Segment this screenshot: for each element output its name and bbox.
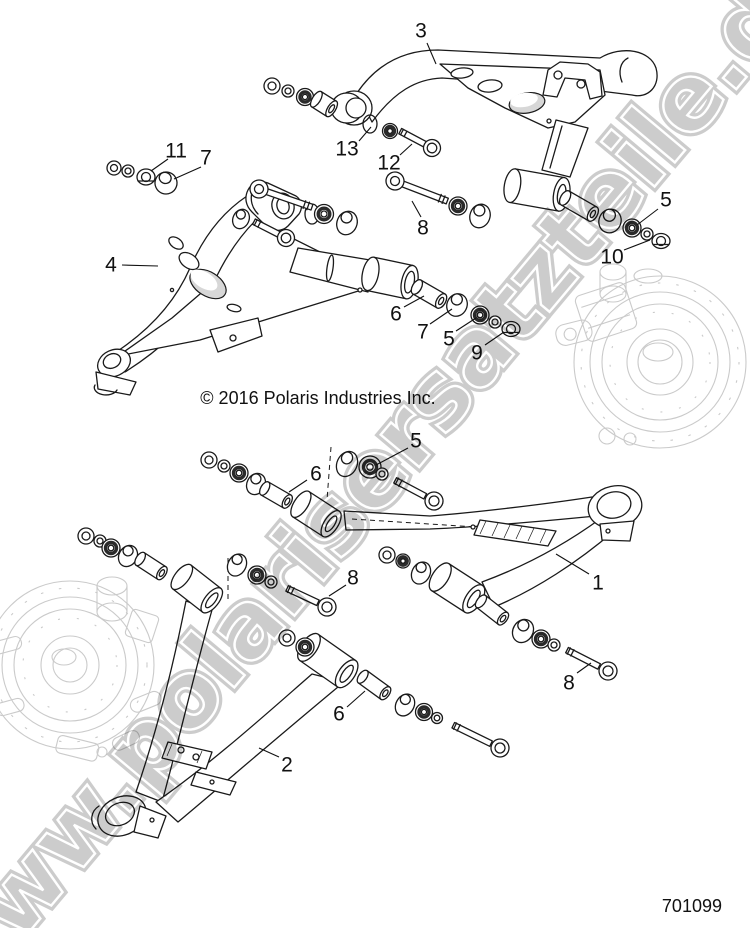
callout-10: 10 [600,239,651,269]
lower-control-arm-rear [290,485,643,614]
svg-text:5: 5 [660,189,672,212]
svg-text:5: 5 [410,430,422,453]
svg-text:13: 13 [335,138,358,161]
spacer-tube-6 [356,669,392,701]
callout-8-upper: 8 [411,200,429,240]
knurled-washer [622,218,642,238]
upper-control-arm-rear [330,49,658,212]
svg-text:5: 5 [443,328,455,351]
upper-control-arm-front [93,181,419,396]
callout-4: 4 [105,254,159,277]
callout-8-arm1: 8 [563,662,592,695]
faded-hub-assembly-right [555,263,747,449]
callout-6-arm2: 6 [333,690,366,726]
svg-text:9: 9 [471,342,483,365]
spacer-tube [474,594,510,626]
callout-13: 13 [335,126,372,161]
flange-nut-11 [136,168,156,186]
callouts: 3 13 12 11 7 4 8 5 10 6 7 5 9 5 6 8 [105,20,672,777]
knurled-washer-5 [470,305,490,325]
callout-6-mid: 6 [390,295,425,326]
callout-3: 3 [415,20,437,65]
hardware-part4-right-row [410,279,521,338]
spacer-tube [134,551,168,581]
callout-7-upper: 7 [173,147,212,180]
svg-text:12: 12 [377,152,400,175]
svg-text:6: 6 [333,703,345,726]
svg-text:4: 4 [105,254,117,277]
svg-text:10: 10 [600,246,623,269]
bushing-7 [154,171,178,195]
svg-text:8: 8 [563,672,575,695]
o-ring [362,114,378,134]
flange-nut [651,232,671,250]
washer [640,227,654,241]
hardware-part3-left-row [263,77,399,140]
svg-text:2: 2 [281,754,293,777]
hardware-part4-left-row [106,160,320,225]
hardware-part3-bottom-row [558,190,671,250]
callout-5-mid: 5 [443,317,477,351]
callout-2: 2 [258,747,293,777]
spacer-tube [258,481,294,509]
bolt-12 [398,127,442,158]
hardware-part4-middle [231,179,358,248]
callout-1: 1 [555,553,604,595]
svg-text:1: 1 [592,572,604,595]
svg-text:6: 6 [390,303,402,326]
callout-8-arm2: 8 [328,567,359,597]
callout-6-arm1: 6 [288,463,322,493]
svg-text:3: 3 [415,20,427,43]
svg-text:7: 7 [417,321,429,344]
diagram-part-number: 701099 [662,896,722,916]
knurled-washer [381,122,399,140]
callout-11: 11 [150,140,187,172]
callout-9: 9 [471,331,505,365]
svg-text:8: 8 [417,217,429,240]
spacer-tube [558,190,600,222]
spacer-tube-6 [410,279,448,309]
flange-nut-9 [501,320,521,338]
svg-text:6: 6 [310,463,322,486]
bolt-head [263,77,281,95]
bushing-7 [446,293,468,317]
callout-12: 12 [377,143,413,175]
hardware-arm2-rear-row [278,629,510,758]
svg-text:8: 8 [347,567,359,590]
hardware-arm1-right-row [474,594,618,681]
bolt-8-upper-row [385,171,491,229]
callout-5-lower: 5 [375,430,422,466]
washer [281,84,295,98]
svg-text:11: 11 [165,140,187,163]
spacer-bushing [309,90,339,118]
faded-hub-assembly-left [0,576,162,762]
hardware-arm2-mid-row [226,553,337,617]
washer [488,315,502,329]
svg-text:7: 7 [200,147,212,170]
hardware-arm2-front-row [77,527,229,600]
callout-7-mid: 7 [417,308,453,344]
knurled-washer [295,87,315,107]
bushing [598,208,622,234]
hardware-arm1-front-row [200,451,294,509]
copyright-notice: © 2016 Polaris Industries Inc. [200,388,435,408]
hardware-arm1-top-row [326,446,444,511]
hardware-arm1-mid-row [378,546,432,585]
callout-5-right: 5 [636,189,672,226]
